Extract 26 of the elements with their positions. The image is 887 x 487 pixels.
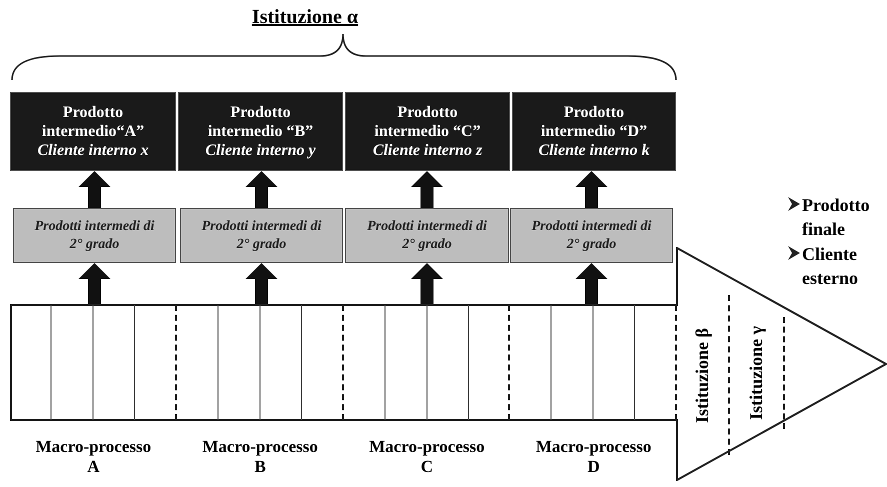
block-arrow: [78, 263, 110, 305]
bullet-text: Prodotto finale: [802, 194, 871, 241]
product-box: Prodotto intermedio “C” Cliente interno z: [345, 92, 510, 171]
process-label: Macro-processo D: [534, 437, 652, 477]
intermediate-box: Prodotti intermedi di 2° grado: [13, 208, 176, 263]
intermediate-box: Prodotti intermedi di 2° grado: [345, 208, 509, 263]
title: Istituzione α: [250, 6, 360, 29]
process-label: Macro-processo B: [201, 437, 319, 477]
product-box: Prodotto intermedio “D” Cliente interno k: [512, 92, 676, 171]
block-arrow: [576, 171, 608, 208]
product-box: Prodotto intermedio “B” Cliente interno y: [178, 92, 343, 171]
process-segment: [344, 305, 510, 420]
block-arrow: [576, 263, 608, 305]
process-label: Macro-processo A: [34, 437, 152, 477]
product-box: Prodotto intermedio“A” Cliente interno x: [10, 92, 176, 171]
block-arrow: [246, 171, 278, 208]
rotated-label: Istituzione γ: [746, 326, 767, 420]
rotated-label: Istituzione β: [692, 328, 713, 422]
block-arrow: [411, 171, 443, 208]
process-label: Macro-processo C: [368, 437, 486, 477]
bullet-text: Cliente esterno: [802, 243, 859, 290]
intermediate-box: Prodotti intermedi di 2° grado: [180, 208, 343, 263]
block-arrow: [246, 263, 278, 305]
intermediate-box: Prodotti intermedi di 2° grado: [510, 208, 673, 263]
block-arrow: [78, 171, 110, 208]
block-arrow: [411, 263, 443, 305]
